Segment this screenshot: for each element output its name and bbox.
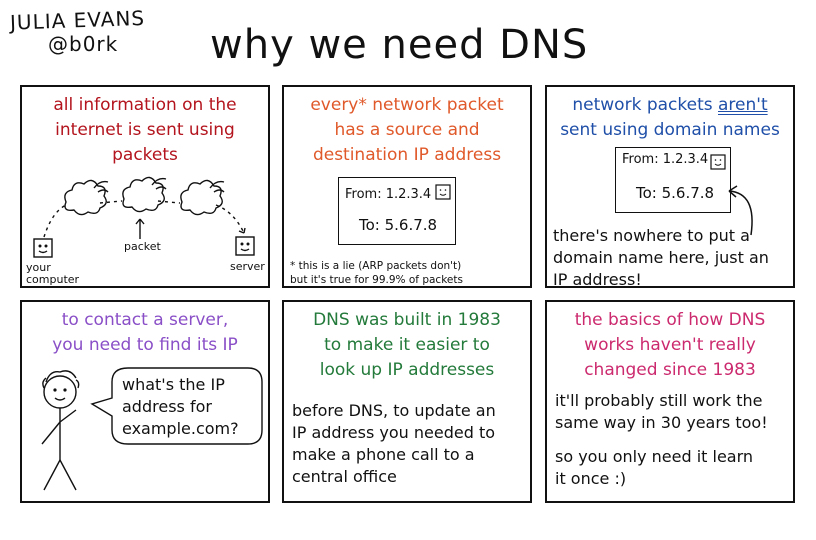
heading-line: every* network packet [310,95,504,115]
packet-label: packet [124,240,161,253]
heading-line: network packets aren't [547,93,793,118]
footnote: * this is a lie (ARP packets don't) but … [290,259,463,287]
panel-dns-basics: the basics of how DNS works haven't real… [545,300,795,503]
packet-diagram: From: 1.2.3.4 To: 5.6.7.8 [338,177,456,245]
packet-from: From: 1.2.3.4 [345,187,432,202]
packet-from: From: 1.2.3.4 [622,152,709,167]
body-line: domain name here, just an [553,248,769,267]
heading-emphasis: aren't [718,95,768,115]
body-line: IP address! [553,270,642,289]
panel-source-destination: every* network packet has a source and d… [282,85,532,288]
panel-dns-basics-body: it'll probably still work the same way i… [555,390,768,490]
smiley-icon [710,154,726,170]
panel-packets: all information on the internet is sent … [20,85,270,288]
heading-part: network packets [572,95,718,115]
heading-line: changed since 1983 [584,360,756,380]
spacer [555,434,768,446]
bubble-line: address for [122,397,212,416]
body-line: IP address you needed to [292,423,496,442]
page-title: why we need DNS [210,22,589,68]
panel-find-ip: to contact a server, you need to find it… [20,300,270,503]
panel-find-ip-heading: to contact a server, you need to find it… [22,308,268,358]
body-line: so you only need it learn [555,447,754,466]
server-label: server [230,260,265,273]
curved-arrow-icon [728,185,753,236]
packet-flow-illustration [33,176,255,258]
panel-no-domain-names-heading: network packets aren't sent using domain… [547,93,793,143]
author-name: JULIA EVANS [9,5,146,35]
footnote-line: but it's true for 99.9% of packets [290,274,463,286]
heading-line: the basics of how DNS [574,310,766,330]
heading-line: you need to find its IP [52,335,238,355]
heading-line: DNS was built in 1983 [313,310,501,330]
body-line: make a phone call to a [292,445,475,464]
panel-packets-heading: all information on the internet is sent … [22,93,268,168]
packet-diagram: From: 1.2.3.4 To: 5.6.7.8 [615,147,731,213]
speech-bubble-text: what's the IP address for example.com? [122,374,239,440]
body-line: same way in 30 years too! [555,413,768,432]
body-line: central office [292,467,397,486]
smiley-icon [435,184,451,200]
bubble-line: example.com? [122,419,239,438]
heading-line: works haven't really [584,335,756,355]
footnote-line: * this is a lie (ARP packets don't) [290,260,462,272]
body-line: there's nowhere to put a [553,226,750,245]
heading-line: packets [112,145,178,165]
packet-cloud-icon [180,179,225,216]
panel-source-destination-heading: every* network packet has a source and d… [284,93,530,168]
panel-dns-history: DNS was built in 1983 to make it easier … [282,300,532,503]
author-credit: JULIA EVANS @b0rk [9,5,160,56]
heading-line: internet is sent using [55,120,235,140]
packet-to: To: 5.6.7.8 [359,216,438,234]
bubble-line: what's the IP [122,375,225,394]
packet-cloud-icon [122,176,167,213]
panel-dns-history-heading: DNS was built in 1983 to make it easier … [284,308,530,383]
panel-no-domain-names: network packets aren't sent using domain… [545,85,795,291]
heading-line: to contact a server, [61,310,229,330]
packet-cloud-icon [64,179,109,216]
panel-dns-basics-heading: the basics of how DNS works haven't real… [547,308,793,383]
author-handle: @b0rk [48,32,119,56]
heading-line: has a source and [334,120,480,140]
label-line: computer [26,273,80,286]
heading-line: look up IP addresses [319,360,495,380]
heading-line: all information on the [53,95,237,115]
person-thinking-illustration [41,367,263,491]
packet-to: To: 5.6.7.8 [636,184,715,202]
panel-no-domain-names-body: there's nowhere to put a domain name her… [553,225,769,291]
body-line: it once :) [555,469,627,488]
your-computer-label: your computer [26,262,79,286]
body-line: it'll probably still work the [555,391,763,410]
heading-line: to make it easier to [324,335,490,355]
body-line: before DNS, to update an [292,401,496,420]
heading-line: destination IP address [312,145,502,165]
label-line: your [26,261,51,274]
panel-dns-history-body: before DNS, to update an IP address you … [292,400,496,488]
heading-line: sent using domain names [560,120,780,140]
